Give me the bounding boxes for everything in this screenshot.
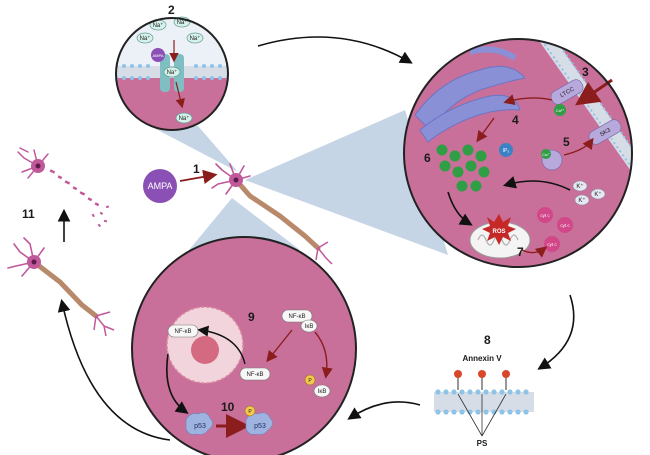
na-ion-3	[136, 32, 154, 44]
nfkb-complex-label: NF-κB	[289, 314, 306, 320]
right-membrane	[534, 39, 632, 205]
cyt-c-release-arrow	[521, 246, 548, 258]
ampa-to-neuron-arrow	[179, 169, 218, 184]
cyt-c-2-label: cyt c	[560, 223, 570, 228]
k-ion-1-label: K⁺	[576, 183, 583, 190]
degenerating-neuron	[17, 147, 110, 228]
ca-ion-ltcc-label: Ca²⁺	[556, 108, 565, 113]
calcium-entry-arrow	[575, 78, 613, 106]
na-ion-4-label: Na⁺	[190, 35, 201, 42]
nfkb-free-label: NF-κB	[247, 372, 264, 378]
step-11-label: 11	[22, 207, 35, 221]
na-ion-3-label: Na⁺	[140, 35, 151, 42]
na-ion-1-label: Na⁺	[153, 22, 164, 29]
top-to-right-arrow	[257, 36, 413, 64]
step-5-label: 5	[563, 135, 570, 149]
na-ion-4	[186, 32, 204, 44]
nucleus-to-p53-arrow	[166, 353, 189, 414]
bound-ampa-label: AMPA	[152, 53, 163, 58]
step-4-label: 4	[512, 113, 519, 127]
na-ion-2-label: Na⁺	[177, 19, 188, 26]
k-ion-2-label: K⁺	[594, 191, 601, 198]
ikb-free	[313, 384, 331, 398]
ca-to-er-arrow	[503, 94, 553, 106]
p53-right-label: p53	[254, 423, 266, 430]
bottom-to-neuron-arrow	[57, 298, 171, 441]
na-influx-arrow-2	[175, 81, 185, 109]
nfkb-release-arrow	[266, 329, 293, 363]
ros-label: ROS	[492, 229, 505, 235]
annexin-to-bottom-arrow	[347, 401, 421, 420]
sk3-activation-arrow	[563, 137, 594, 156]
step-7-label: 7	[517, 245, 524, 259]
step-1-label: 1	[193, 162, 200, 176]
ca-to-mito-arrow	[447, 191, 473, 226]
ikb-phospho-arrow	[314, 331, 333, 379]
nucleus	[166, 306, 244, 384]
annexin-v-markers	[454, 370, 510, 390]
nfkb-nuclear-label: NF-κB	[175, 329, 192, 335]
zoom-cone-right	[245, 110, 448, 255]
ampa-stimulus	[143, 169, 177, 203]
right-to-annexin-arrow	[537, 294, 575, 370]
potassium-ions: K⁺ K⁺ K⁺	[572, 180, 606, 206]
bound-ampa-ligand	[151, 48, 165, 62]
p53-phosphate	[244, 405, 256, 417]
nfkb-ikb-complex: NF-κB IκB	[281, 309, 318, 333]
ip3-label: IP₃	[503, 148, 510, 154]
ca-ion-ltcc	[554, 104, 566, 116]
ampa-stimulus-label: AMPA	[148, 181, 173, 191]
calmodulin-complex: Ca²⁺	[541, 149, 563, 171]
ikb-free-label: IκB	[318, 389, 327, 395]
endoplasmic-reticulum	[414, 46, 526, 143]
calcium-signaling-bubble: LTCC SK3 Ca²⁺ 4 IP₃ 5 Ca²⁺ K⁺ K⁺ K⁺ 6	[403, 38, 633, 268]
cyt-c-1-label: cyt c	[540, 213, 550, 218]
top-membrane	[116, 64, 228, 80]
sk3-label: SK3	[599, 127, 612, 138]
ros-burst: ROS	[482, 214, 516, 245]
step-3-label: 3	[582, 65, 589, 79]
ps-label: PS	[477, 439, 488, 448]
p53-right: p53	[245, 412, 273, 435]
nfkb-translocation-arrow	[197, 325, 246, 365]
ikb-phosphate	[304, 374, 316, 386]
cytosolic-calcium-cluster	[436, 144, 490, 192]
na-ion-inside	[175, 112, 193, 124]
ca-ion-calmodulin-label: Ca²⁺	[542, 153, 550, 157]
ikb-complex-label: IκB	[305, 324, 314, 330]
cyt-c-3-label: cyt c	[547, 242, 557, 247]
k-ion-3-label: K⁺	[578, 197, 585, 204]
healthy-neuron	[7, 237, 115, 337]
central-neuron	[211, 163, 333, 265]
nfkb-p53-bubble: NF-κB 9 NF-κB IκB NF-κB P IκB 10 p53 p53…	[131, 236, 357, 455]
k-efflux-arrow	[502, 176, 571, 191]
nfkb-free	[239, 367, 271, 381]
zoom-cone-top	[150, 126, 238, 172]
er-release-arrow	[476, 117, 495, 143]
na-ion-channel-label: Na⁺	[167, 69, 178, 76]
step-9-label: 9	[248, 310, 255, 324]
ps-membrane	[434, 370, 534, 437]
ltcc-channel: LTCC	[550, 79, 584, 105]
na-ion-inside-label: Na⁺	[179, 115, 190, 122]
p53-left-label: p53	[194, 423, 206, 430]
cytochrome-c-group: cyt c cyt c cyt c	[537, 207, 573, 252]
ikb-phosphate-label: P	[308, 378, 312, 384]
step-10-label: 10	[221, 400, 235, 414]
step-8-label: 8	[484, 333, 491, 347]
step-2-label: 2	[168, 3, 175, 17]
na-ion-channel	[163, 66, 181, 78]
p53-phosphate-label: P	[248, 409, 252, 415]
ip3-molecule	[499, 143, 513, 157]
annexin-label: Annexin V	[462, 354, 502, 363]
p53-left: p53	[185, 412, 213, 435]
step-6-label: 6	[424, 151, 431, 165]
ampa-receptor-bubble: AMPA Na⁺ Na⁺ Na⁺ Na⁺ Na⁺ Na⁺	[115, 16, 229, 131]
